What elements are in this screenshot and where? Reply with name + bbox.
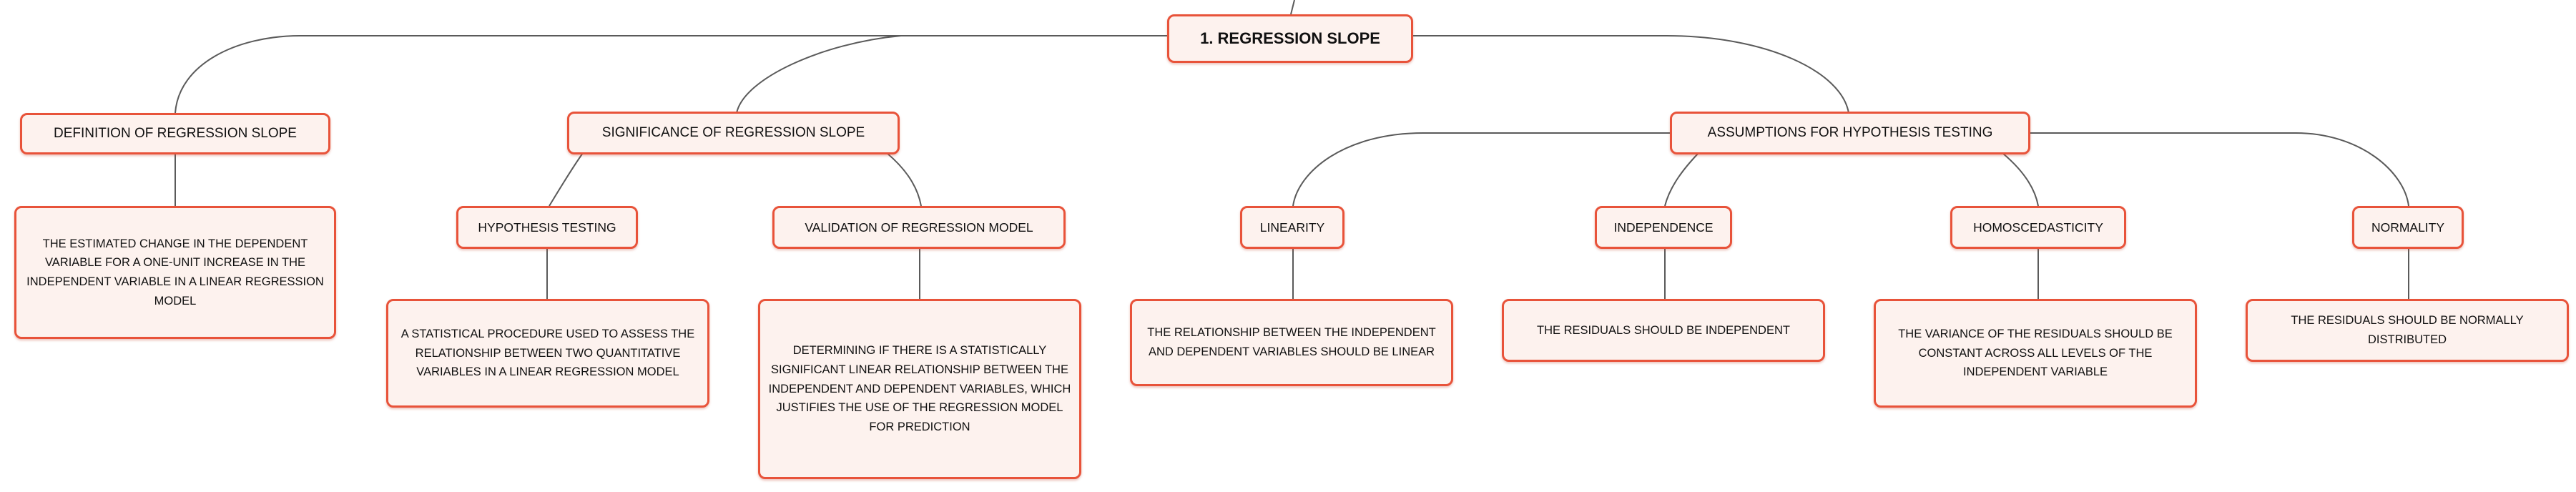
homoscedasticity-description: THE VARIANCE OF THE RESIDUALS SHOULD BE … (1874, 299, 2197, 408)
assumptions-node[interactable]: ASSUMPTIONS FOR HYPOTHESIS TESTING (1670, 112, 2030, 154)
connector-assumptions-normality (2029, 132, 2409, 207)
connector-root-up (1290, 0, 1295, 15)
connector-significance-validation (886, 152, 922, 207)
linearity-description: THE RELATIONSHIP BETWEEN THE INDEPENDENT… (1130, 299, 1453, 386)
homoscedasticity-node[interactable]: HOMOSCEDASTICITY (1950, 206, 2126, 249)
connector-root-significance (736, 35, 1167, 114)
normality-label: NORMALITY (2371, 220, 2445, 235)
assumptions-label: ASSUMPTIONS FOR HYPOTHESIS TESTING (1707, 125, 1993, 140)
hypothesis-testing-description: A STATISTICAL PROCEDURE USED TO ASSESS T… (386, 299, 709, 408)
linearity-node[interactable]: LINEARITY (1240, 206, 1344, 249)
normality-node[interactable]: NORMALITY (2352, 206, 2464, 249)
root-label: 1. REGRESSION SLOPE (1200, 29, 1380, 47)
significance-node[interactable]: SIGNIFICANCE OF REGRESSION SLOPE (567, 112, 900, 154)
homoscedasticity-label: HOMOSCEDASTICITY (1973, 220, 2103, 235)
linearity-label: LINEARITY (1259, 220, 1325, 235)
definition-label: DEFINITION OF REGRESSION SLOPE (54, 126, 297, 141)
independence-node[interactable]: INDEPENDENCE (1595, 206, 1732, 249)
independence-description: THE RESIDUALS SHOULD BE INDEPENDENT (1502, 299, 1825, 362)
validation-label: VALIDATION OF REGRESSION MODEL (805, 220, 1033, 235)
validation-node[interactable]: VALIDATION OF REGRESSION MODEL (772, 206, 1066, 249)
validation-description: DETERMINING IF THERE IS A STATISTICALLY … (758, 299, 1081, 479)
connector-root-definition (174, 35, 1167, 114)
normality-description: THE RESIDUALS SHOULD BE NORMALLY DISTRIB… (2246, 299, 2569, 362)
connector-significance-hypothesis (549, 152, 584, 207)
definition-description: THE ESTIMATED CHANGE IN THE DEPENDENT VA… (14, 206, 336, 339)
connector-assumptions-independence (1664, 152, 1699, 207)
significance-label: SIGNIFICANCE OF REGRESSION SLOPE (601, 125, 865, 140)
root-node[interactable]: 1. REGRESSION SLOPE (1167, 14, 1413, 63)
connector-root-assumptions (1412, 35, 1849, 114)
hypothesis-testing-node[interactable]: HYPOTHESIS TESTING (456, 206, 638, 249)
definition-node[interactable]: DEFINITION OF REGRESSION SLOPE (20, 113, 330, 154)
hypothesis-testing-label: HYPOTHESIS TESTING (478, 220, 616, 235)
connector-assumptions-linearity (1292, 132, 1671, 207)
connector-assumptions-homoscedasticity (2002, 152, 2039, 207)
independence-label: INDEPENDENCE (1613, 220, 1714, 235)
